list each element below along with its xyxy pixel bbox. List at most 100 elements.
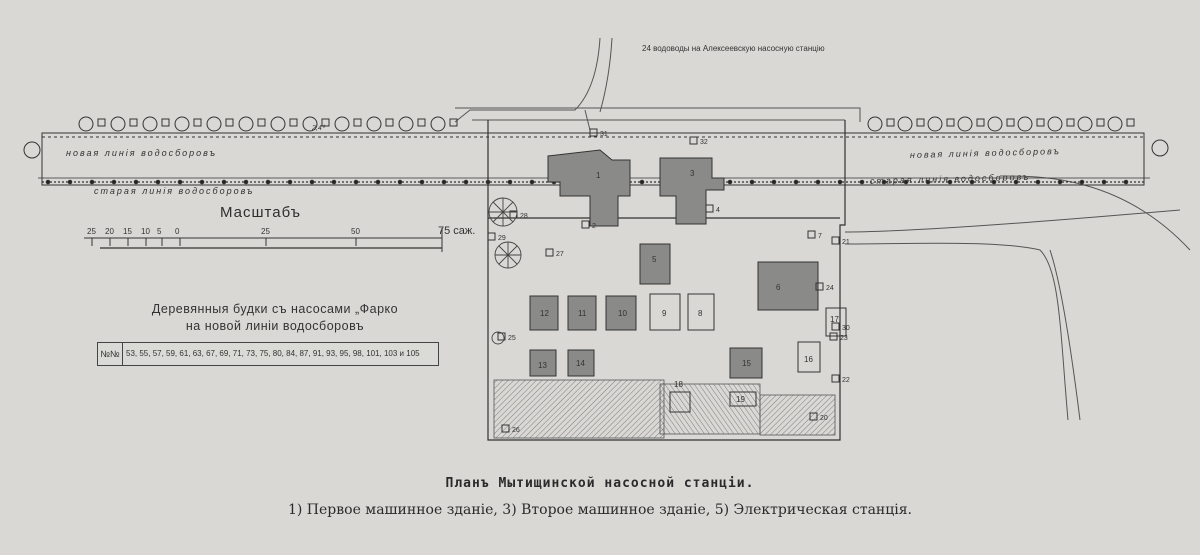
pump-booth bbox=[321, 118, 330, 127]
well-dot bbox=[177, 179, 183, 185]
well-circle bbox=[987, 116, 1003, 132]
well-dot bbox=[529, 179, 535, 185]
building bbox=[687, 293, 715, 331]
pump-booth bbox=[1006, 118, 1015, 127]
well-dot bbox=[309, 179, 315, 185]
well-dot bbox=[749, 179, 755, 185]
pump-booth bbox=[976, 118, 985, 127]
pump-booth bbox=[1036, 118, 1045, 127]
pump-booth bbox=[1126, 118, 1135, 127]
well-circle bbox=[270, 116, 286, 132]
pump-booth bbox=[417, 118, 426, 127]
new-line-label-left: новая линія водосборовъ bbox=[66, 148, 217, 158]
pump-booth bbox=[97, 118, 106, 127]
well-dot bbox=[815, 179, 821, 185]
booth-numbers-header: №№ bbox=[98, 343, 123, 365]
scale-tick-label: 15 bbox=[123, 227, 132, 236]
pump-booth bbox=[946, 118, 955, 127]
well-circle bbox=[206, 116, 222, 132]
well-dot bbox=[199, 179, 205, 185]
pump-booth bbox=[449, 118, 458, 127]
well-dot bbox=[925, 179, 931, 185]
building-number: 9 bbox=[662, 309, 667, 318]
well-circle bbox=[398, 116, 414, 132]
booths-caption-line-1: Деревянныя будки съ насосами „Фарко bbox=[151, 302, 399, 316]
small-structure bbox=[545, 248, 554, 257]
scale-tick-label: 10 bbox=[141, 227, 150, 236]
structure-number: 30 bbox=[842, 325, 850, 332]
well-circle bbox=[302, 116, 318, 132]
small-structure bbox=[589, 128, 598, 137]
structure-number: 4 bbox=[716, 207, 720, 214]
building-number: 11 bbox=[578, 309, 587, 318]
building bbox=[529, 349, 557, 377]
small-structure bbox=[829, 332, 838, 341]
well-dot bbox=[507, 179, 513, 185]
building bbox=[649, 293, 681, 331]
well-circle bbox=[334, 116, 350, 132]
plan-caption-title: Планъ Мытищинской насосной станціи. bbox=[445, 476, 755, 491]
building-number: 8 bbox=[698, 309, 703, 318]
structure-number: 24 bbox=[826, 285, 834, 292]
pump-booth bbox=[257, 118, 266, 127]
building-number: 14 bbox=[576, 359, 585, 368]
pump-booth bbox=[886, 118, 895, 127]
building-number: 6 bbox=[776, 283, 781, 292]
building-number: 15 bbox=[742, 359, 751, 368]
well-dot bbox=[45, 179, 51, 185]
roads bbox=[454, 37, 1191, 421]
structure-number: 31 bbox=[600, 131, 608, 138]
well-dot bbox=[375, 179, 381, 185]
building bbox=[757, 261, 819, 311]
building-number: 19 bbox=[736, 395, 745, 404]
station-boundary bbox=[487, 120, 846, 441]
well-circle bbox=[430, 116, 446, 132]
pump-booth bbox=[225, 118, 234, 127]
well-circle bbox=[366, 116, 382, 132]
well-dot bbox=[353, 179, 359, 185]
well-circle bbox=[142, 116, 158, 132]
building bbox=[825, 307, 847, 337]
structure-number: 22 bbox=[842, 377, 850, 384]
pump-booth bbox=[385, 118, 394, 127]
structure-number: 21 bbox=[842, 239, 850, 246]
well-dot bbox=[1101, 179, 1107, 185]
small-structure bbox=[831, 322, 840, 331]
well-dot bbox=[221, 179, 227, 185]
building bbox=[529, 295, 559, 331]
well-circle bbox=[1107, 116, 1123, 132]
building bbox=[669, 391, 691, 413]
structure-number: 7 bbox=[818, 233, 822, 240]
well-dot bbox=[1079, 179, 1085, 185]
structure-number: 26 bbox=[512, 427, 520, 434]
well-dot bbox=[639, 179, 645, 185]
building-number: 12 bbox=[540, 309, 549, 318]
building bbox=[567, 349, 595, 377]
well-circle bbox=[1047, 116, 1063, 132]
structure-number: 2 bbox=[592, 223, 596, 230]
scale-title: Масштабъ bbox=[220, 204, 302, 221]
building-number: 5 bbox=[652, 255, 657, 264]
distance-label: 2,4⁰ bbox=[311, 124, 326, 132]
fields bbox=[493, 379, 836, 439]
structure-number: 32 bbox=[700, 139, 708, 146]
well-dot bbox=[67, 179, 73, 185]
scale-tick-label: 25 bbox=[261, 227, 270, 236]
structure-number: 28 bbox=[520, 213, 528, 220]
well-dot bbox=[331, 179, 337, 185]
building bbox=[659, 157, 725, 225]
building bbox=[729, 391, 757, 407]
booth-numbers-list: 53, 55, 57, 59, 61, 63, 67, 69, 71, 73, … bbox=[126, 349, 420, 358]
pump-booth bbox=[289, 118, 298, 127]
pump-booth bbox=[129, 118, 138, 127]
well-dot bbox=[1013, 179, 1019, 185]
pump-booth bbox=[1066, 118, 1075, 127]
small-structure bbox=[815, 282, 824, 291]
structure-number: 23 bbox=[840, 335, 848, 342]
trees bbox=[488, 197, 522, 345]
well-circle bbox=[927, 116, 943, 132]
well-dot bbox=[265, 179, 271, 185]
well-dot bbox=[89, 179, 95, 185]
